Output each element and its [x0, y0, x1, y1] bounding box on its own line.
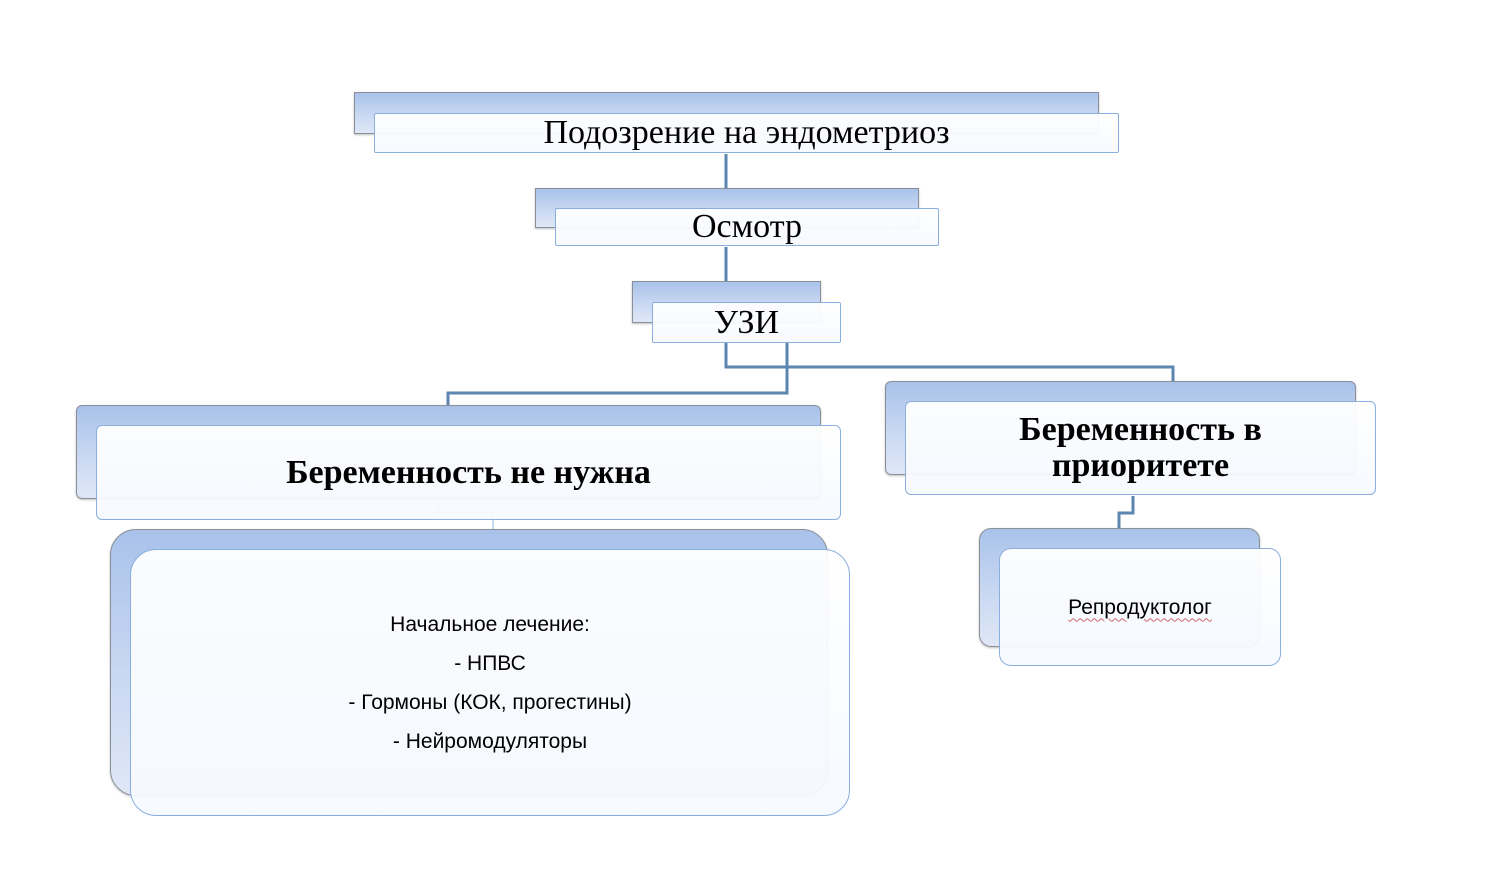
connector-pregnancy-priority-reproductologist [1117, 496, 1135, 529]
node-pregnancy-priority-label-line1: Беременность в [1019, 411, 1262, 448]
treatment-item-neuromodulators: - Нейромодуляторы [392, 729, 588, 753]
node-initial-treatment-front: Начальное лечение: - НПВС - Гормоны (КОК… [130, 549, 850, 816]
node-suspicion-front: Подозрение на эндометриоз [374, 113, 1119, 153]
node-pregnancy-priority-front: Беременность в приоритете [905, 401, 1376, 495]
treatment-title: Начальное лечение: [390, 612, 590, 636]
node-suspicion-label: Подозрение на эндометриоз [543, 114, 950, 151]
connector-ultrasound-pregnancy-priority [724, 343, 1175, 382]
node-ultrasound-label: УЗИ [713, 303, 780, 341]
node-no-pregnancy-front: Беременность не нужна [96, 425, 841, 520]
node-ultrasound-front: УЗИ [652, 302, 841, 343]
node-pregnancy-priority-label-line2: приоритете [1051, 447, 1230, 484]
treatment-item-hormones: - Гормоны (КОК, прогестины) [348, 690, 632, 714]
node-reproductologist-label: Репродуктолог [1068, 595, 1212, 619]
treatment-item-nsaid: - НПВС [454, 651, 526, 675]
node-exam-label: Осмотр [692, 208, 802, 245]
node-exam-front: Осмотр [555, 208, 939, 246]
connector-ultrasound-no-pregnancy [446, 343, 789, 406]
node-no-pregnancy-label: Беременность не нужна [286, 453, 651, 491]
node-reproductologist-front: Репродуктолог [999, 548, 1281, 666]
